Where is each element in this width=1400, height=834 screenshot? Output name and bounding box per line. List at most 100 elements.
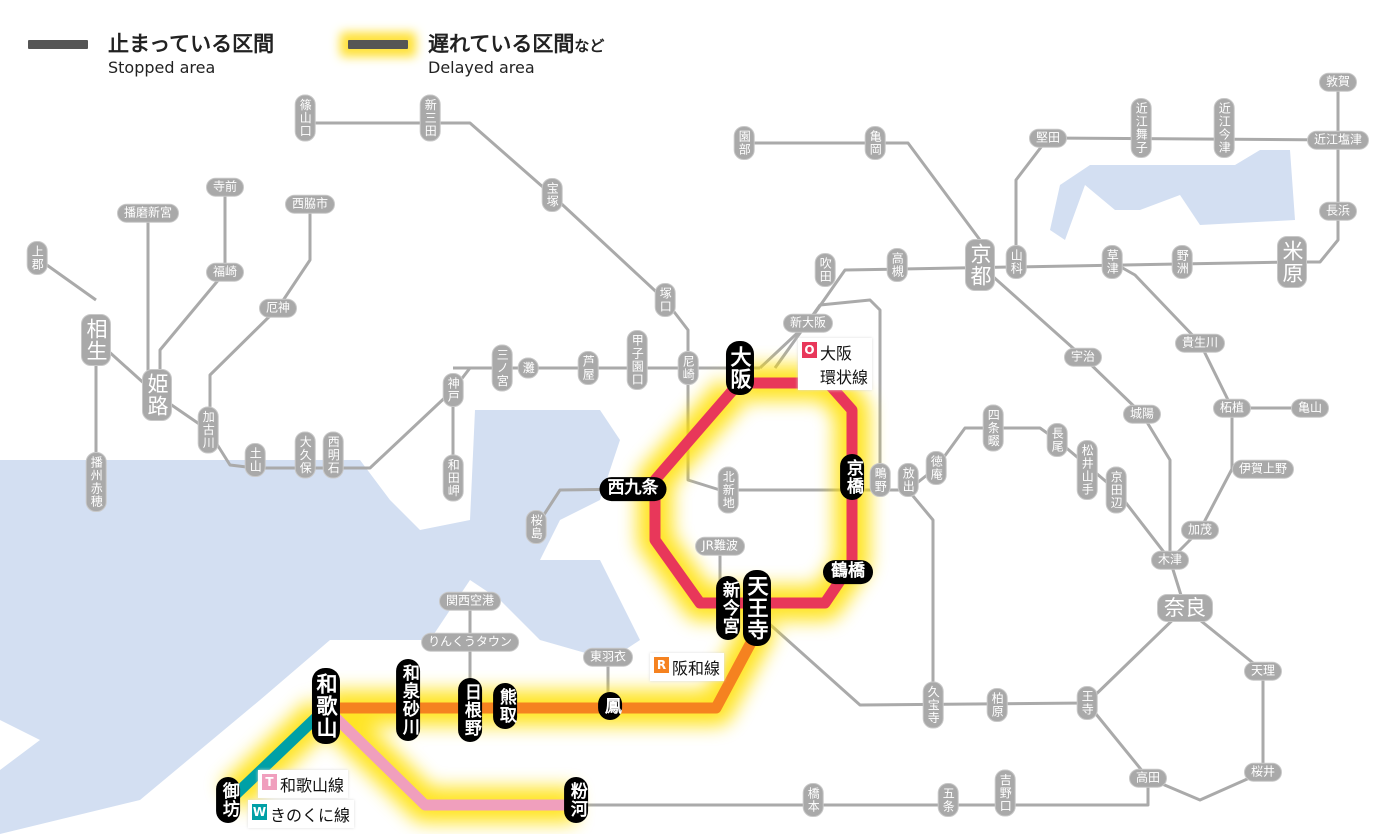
station-gray[interactable]: 王寺: [1076, 686, 1098, 720]
station-gray[interactable]: 五条: [937, 783, 959, 817]
station-name: 松井山手: [1080, 444, 1095, 496]
station-gray[interactable]: 新大阪: [782, 313, 834, 333]
station-gray[interactable]: 久宝寺: [922, 681, 944, 729]
station-gray[interactable]: 長浜: [1318, 201, 1358, 221]
station-gray[interactable]: 松井山手: [1076, 440, 1098, 500]
station-gray[interactable]: 神戸: [442, 373, 464, 407]
station-gray[interactable]: 新三田: [419, 94, 441, 142]
station-gray[interactable]: 大久保: [294, 431, 316, 479]
station-gray[interactable]: 柏原: [986, 688, 1008, 722]
station-gray[interactable]: 高田: [1128, 768, 1168, 788]
station-black[interactable]: 大阪: [725, 341, 755, 395]
station-black[interactable]: 日根野: [458, 678, 482, 742]
station-gray[interactable]: 相生: [80, 314, 112, 366]
station-gray[interactable]: 宇治: [1063, 347, 1103, 367]
station-black[interactable]: 御坊: [216, 777, 240, 823]
station-gray[interactable]: 近江塩津: [1306, 130, 1370, 150]
station-gray[interactable]: 桜井: [1243, 762, 1283, 782]
station-gray[interactable]: 城陽: [1122, 404, 1162, 424]
station-gray[interactable]: 篠山口: [294, 94, 316, 142]
station-black[interactable]: 熊取: [493, 683, 517, 729]
station-gray[interactable]: 草津: [1101, 245, 1123, 279]
station-gray[interactable]: 塚口: [654, 283, 676, 317]
station-gray[interactable]: 西明石: [322, 431, 344, 479]
station-gray[interactable]: 野洲: [1171, 245, 1193, 279]
station-gray[interactable]: りんくうタウン: [421, 632, 519, 652]
station-name: 大阪: [728, 346, 753, 390]
station-gray[interactable]: 北新地: [717, 466, 739, 514]
wakayama-line: [332, 714, 576, 811]
station-gray[interactable]: 近江舞子: [1130, 98, 1152, 158]
delayed-legend: 遅れている区間など Delayed area: [428, 28, 604, 77]
station-gray[interactable]: 天理: [1243, 661, 1283, 681]
station-gray[interactable]: 高槻: [886, 248, 908, 282]
station-gray[interactable]: 桜島: [525, 510, 547, 544]
station-gray[interactable]: 山科: [1005, 245, 1027, 279]
station-gray[interactable]: 亀岡: [864, 126, 886, 160]
station-name: 柘植: [1219, 400, 1245, 415]
station-gray[interactable]: 柘植: [1212, 398, 1252, 418]
station-gray[interactable]: 甲子園口: [626, 330, 648, 390]
station-gray[interactable]: 土山: [244, 443, 266, 477]
line-label-osaka-loop[interactable]: O 大阪環状線: [798, 338, 873, 390]
station-gray[interactable]: 京都: [964, 239, 996, 291]
line-label-hanwa[interactable]: R 阪和線: [650, 653, 725, 681]
station-gray[interactable]: 西脇市: [284, 194, 336, 214]
station-black[interactable]: 西九条: [599, 477, 667, 501]
station-gray[interactable]: 徳庵: [925, 451, 947, 485]
station-gray[interactable]: 京田辺: [1105, 466, 1127, 514]
station-gray[interactable]: 関西空港: [438, 591, 502, 611]
station-gray[interactable]: 姫路: [141, 369, 173, 421]
station-gray[interactable]: 米原: [1276, 236, 1308, 288]
station-black[interactable]: 鳳: [598, 692, 622, 720]
station-gray[interactable]: 尼崎: [677, 351, 699, 385]
station-gray[interactable]: 吹田: [814, 253, 836, 287]
station-black[interactable]: 和歌山: [311, 668, 341, 744]
station-gray[interactable]: 和田岬: [442, 454, 464, 502]
station-gray[interactable]: 木津: [1150, 550, 1190, 570]
station-gray[interactable]: 吉野口: [994, 769, 1016, 817]
station-gray[interactable]: 放出: [897, 463, 919, 497]
kinokuni-line: [228, 708, 326, 802]
station-gray[interactable]: 亀山: [1290, 398, 1330, 418]
station-gray[interactable]: 橋本: [802, 783, 824, 817]
station-gray[interactable]: 灘: [517, 357, 539, 379]
station-gray[interactable]: 鴫野: [869, 463, 891, 497]
station-name: 西九条: [607, 478, 659, 499]
station-gray[interactable]: 播磨新宮: [116, 203, 180, 223]
station-gray[interactable]: 東羽衣: [582, 647, 634, 667]
station-black[interactable]: 天王寺: [742, 570, 772, 646]
station-gray[interactable]: 厄神: [258, 298, 298, 318]
station-name: 加茂: [1187, 522, 1213, 537]
wakayama-line-glow: [323, 705, 576, 823]
station-name: 貴生川: [1181, 335, 1219, 350]
station-gray[interactable]: 長尾: [1046, 423, 1068, 457]
station-black[interactable]: 新今宮: [716, 576, 740, 640]
station-gray[interactable]: 四条畷: [982, 404, 1004, 452]
station-name: 京橋: [842, 459, 863, 495]
station-black[interactable]: 京橋: [840, 454, 864, 500]
station-gray[interactable]: 芦屋: [577, 351, 599, 385]
station-gray[interactable]: 上郡: [26, 241, 48, 275]
station-gray[interactable]: 貴生川: [1174, 333, 1226, 353]
station-gray[interactable]: 近江今津: [1213, 98, 1235, 158]
station-name: 播州赤穂: [89, 456, 104, 508]
station-gray[interactable]: 播州赤穂: [85, 452, 107, 512]
station-gray[interactable]: 加古川: [197, 406, 219, 454]
station-gray[interactable]: 加茂: [1180, 520, 1220, 540]
station-gray[interactable]: 宝塚: [541, 178, 563, 212]
line-label-wakayama[interactable]: T 和歌山線: [258, 770, 349, 798]
station-gray[interactable]: 三ノ宮: [491, 344, 513, 392]
station-gray[interactable]: JR難波: [695, 536, 745, 556]
station-gray[interactable]: 伊賀上野: [1231, 459, 1295, 479]
line-label-kinokuni[interactable]: W きのくに線: [248, 800, 355, 828]
station-gray[interactable]: 堅田: [1028, 128, 1068, 148]
station-gray[interactable]: 園部: [733, 126, 755, 160]
station-gray[interactable]: 寺前: [205, 177, 245, 197]
station-black[interactable]: 鶴橋: [823, 560, 873, 584]
station-gray[interactable]: 敦賀: [1318, 72, 1358, 92]
station-black[interactable]: 和泉砂川: [396, 659, 420, 741]
station-gray[interactable]: 福崎: [205, 262, 245, 282]
station-gray[interactable]: 奈良: [1157, 593, 1213, 623]
station-black[interactable]: 粉河: [564, 777, 588, 823]
